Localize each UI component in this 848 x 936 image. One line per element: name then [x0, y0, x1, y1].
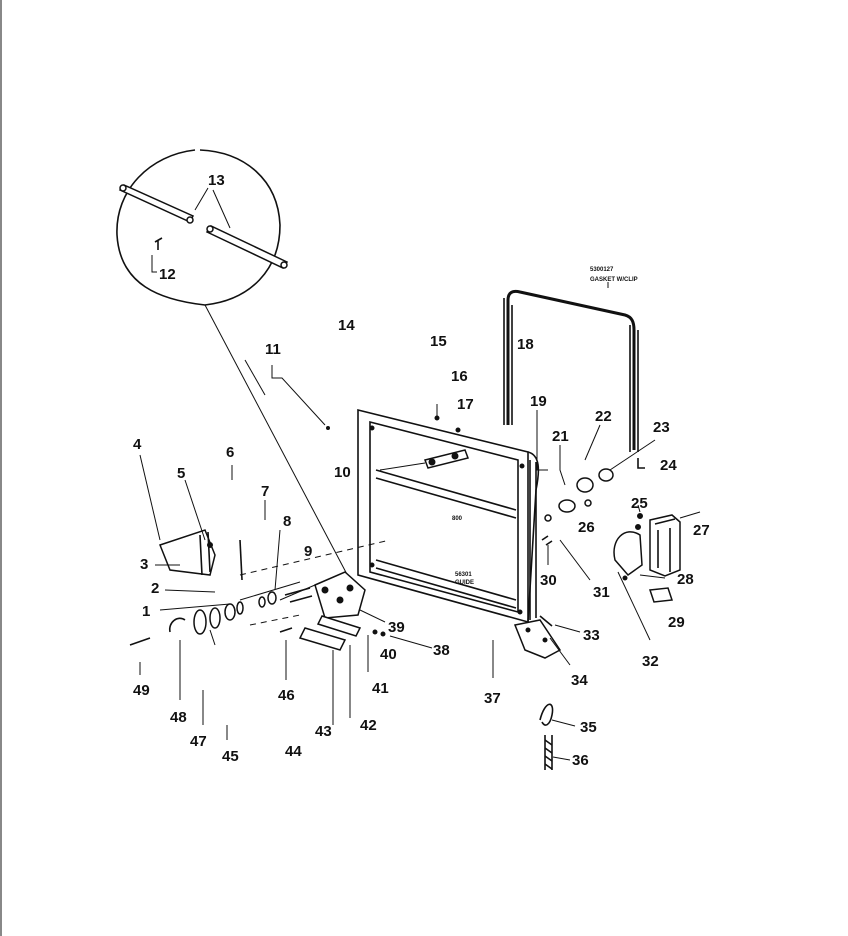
label-30: 30 — [540, 572, 557, 589]
bracket-part-4 — [139, 454, 216, 576]
label-40: 40 — [380, 646, 397, 663]
label-25: 25 — [631, 495, 648, 512]
label-35: 35 — [580, 719, 597, 736]
label-42: 42 — [360, 717, 377, 734]
hinge-plate-part-39 — [314, 571, 386, 623]
label-17: 17 — [457, 396, 474, 413]
label-32: 32 — [642, 653, 659, 670]
label-15: 15 — [430, 333, 447, 350]
label-8: 8 — [283, 513, 291, 530]
label-2: 2 — [151, 580, 159, 597]
label-43: 43 — [315, 723, 332, 740]
latch-handle-part-32 — [613, 531, 651, 641]
label-12: 12 — [159, 266, 176, 283]
pin-part-7 — [239, 539, 243, 581]
part-number-labels: 1 2 3 4 5 6 7 8 9 10 11 12 13 14 15 16 1… — [133, 172, 710, 769]
gasket-note-line1: 5300127 — [590, 267, 614, 273]
label-48: 48 — [170, 709, 187, 726]
clip-part-23 — [598, 468, 614, 482]
bracket-part-27 — [649, 511, 701, 577]
bumper-part-21 — [558, 499, 576, 513]
spring-part-36 — [544, 735, 571, 770]
screw-part-12 — [154, 237, 163, 250]
rail-part-13 — [118, 184, 289, 269]
label-16: 16 — [451, 368, 468, 385]
label-11: 11 — [265, 341, 281, 358]
label-47: 47 — [190, 733, 207, 750]
label-22: 22 — [595, 408, 612, 425]
panel-mark: 800 — [452, 516, 463, 522]
label-49: 49 — [133, 682, 150, 699]
label-37: 37 — [484, 690, 501, 707]
label-27: 27 — [693, 522, 710, 539]
label-21: 21 — [552, 428, 569, 445]
screw-part-30 — [541, 535, 553, 546]
label-13: 13 — [208, 172, 225, 189]
inset-detail — [116, 149, 289, 306]
label-18: 18 — [517, 336, 534, 353]
label-3: 3 — [140, 556, 148, 573]
label-6: 6 — [226, 444, 234, 461]
label-9: 9 — [304, 543, 312, 560]
label-24: 24 — [660, 457, 677, 474]
label-38: 38 — [433, 642, 450, 659]
label-4: 4 — [133, 436, 142, 453]
spring-part-35 — [539, 703, 576, 727]
label-28: 28 — [677, 571, 694, 588]
guide-note-line1: 56301 — [455, 572, 472, 578]
arm-part-43 — [298, 627, 347, 651]
label-23: 23 — [653, 419, 670, 436]
latch-part-10 — [379, 449, 469, 471]
label-45: 45 — [222, 748, 239, 765]
label-14: 14 — [338, 317, 355, 334]
label-7: 7 — [261, 483, 269, 500]
washer-part-8 — [267, 591, 277, 605]
door-frame-part-14 — [357, 408, 540, 624]
label-10: 10 — [334, 464, 351, 481]
arm-part-42 — [316, 615, 362, 637]
label-19: 19 — [530, 393, 547, 410]
grommet-part-22 — [576, 477, 594, 493]
inset-leader — [204, 304, 351, 581]
label-31: 31 — [593, 584, 610, 601]
hinge-bracket-part-34 — [513, 615, 581, 666]
screw-part-49 — [129, 637, 151, 646]
label-36: 36 — [572, 752, 589, 769]
screw-part-46 — [279, 627, 293, 633]
label-1: 1 — [142, 603, 150, 620]
label-39: 39 — [388, 619, 405, 636]
label-44: 44 — [285, 743, 302, 760]
roller-assembly — [168, 601, 244, 635]
guide-note-line2: GUIDE — [455, 580, 474, 586]
label-29: 29 — [668, 614, 685, 631]
label-26: 26 — [578, 519, 595, 536]
label-46: 46 — [278, 687, 295, 704]
label-41: 41 — [372, 680, 389, 697]
gasket-note-line2: GASKET W/CLIP — [590, 277, 638, 283]
pin-part-24 — [637, 458, 645, 469]
label-33: 33 — [583, 627, 600, 644]
gasket-part-18 — [503, 282, 639, 452]
label-5: 5 — [177, 465, 185, 482]
label-34: 34 — [571, 672, 588, 689]
block-part-29 — [648, 587, 674, 603]
